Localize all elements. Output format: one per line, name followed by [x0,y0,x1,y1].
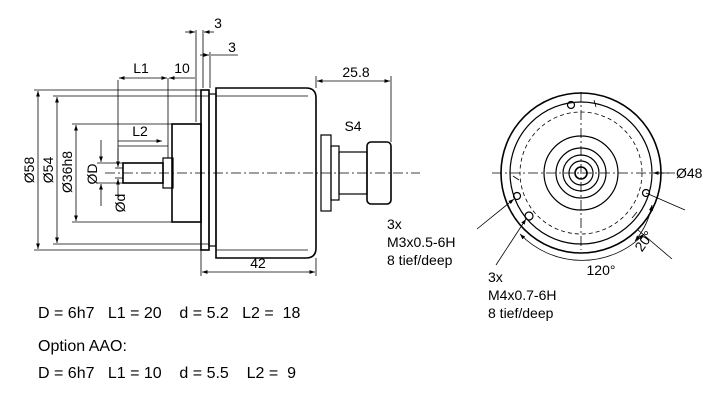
m4-note-depth: 8 tief/deep [488,305,554,321]
spec-option: D = 6h7 L1 = 10 d = 5.5 L2 = 9 [38,365,296,382]
dim-3-top: 3 [214,15,222,31]
dim-42: 42 [250,255,266,271]
label-s4: S4 [344,118,361,134]
front-hub-mid [555,147,607,199]
dim-l1: L1 [133,60,149,76]
front-view: Ø48 120° 20° 3x M3x0.5-6H 8 tief/deep 3x… [387,92,703,321]
side-view: Ø58 Ø54 Ø36h8 ØD Ød L1 10 [21,15,420,276]
angle-120: 120° [587,262,616,278]
flange-ring [208,93,217,247]
m3-hole-right [641,188,651,198]
angle-20-arc [634,204,653,242]
front-pitch-circle [519,111,643,235]
m3-hole-left [512,191,522,201]
front-inner-circle [509,101,653,245]
dim-dD: ØD [84,164,100,185]
m3-note-depth: 8 tief/deep [387,252,453,268]
dim-d58: Ø58 [21,157,37,184]
connector-body [366,141,392,205]
dim-d54: Ø54 [40,157,56,184]
front-shaft [574,166,588,180]
m3-hole-top [566,100,576,110]
housing [215,87,317,259]
mounting-flange [200,89,210,251]
m4-note-count: 3x [488,269,503,285]
m3-leader [476,198,515,230]
m4-leader [495,218,527,266]
angle-120-arc [519,233,645,261]
length-dims [117,30,392,276]
dim-10: 10 [174,60,190,76]
diameter-dims [34,89,209,251]
front-hub-inner [562,154,600,192]
m4-note-thread: M4x0.7-6H [488,287,556,303]
m3-note-thread: M3x0.5-6H [387,234,455,250]
dim-l2: L2 [132,123,148,139]
dim-d48: Ø48 [676,165,703,181]
dim-3-second: 3 [228,39,236,55]
spec-option-title: Option AAO: [38,338,127,355]
dim-d36h8: Ø36h8 [59,151,75,193]
dim-dd: Ød [112,194,128,213]
front-shaft-ring [568,160,594,186]
spec-standard: D = 6h7 L1 = 20 d = 5.2 L2 = 18 [38,305,301,322]
front-hub-outer [543,135,619,211]
m4-hole [524,211,534,221]
spec-block: D = 6h7 L1 = 20 d = 5.2 L2 = 18 Option A… [38,305,301,382]
dim-25-8: 25.8 [342,64,369,80]
m3-note-count: 3x [387,216,402,232]
